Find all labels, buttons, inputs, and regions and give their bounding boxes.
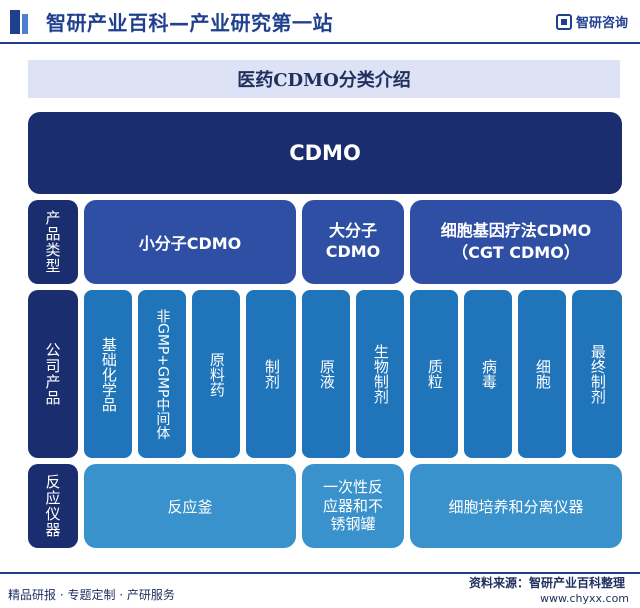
category-cgt-line1: 细胞基因疗法CDMO — [440, 221, 592, 241]
cdmo-top-box: CDMO — [28, 112, 622, 194]
reactor-large-line1: 一次性反 — [322, 477, 383, 496]
product-text: 细胞 — [533, 359, 552, 389]
row-label-product-type: 产品类型 — [28, 200, 78, 284]
category-large-line1: 大分子 — [328, 221, 377, 241]
product-text: 原料药 — [207, 351, 226, 397]
category-cgt-line2: （CGT CDMO） — [452, 243, 580, 262]
product-cell: 最终制剂 — [572, 290, 622, 458]
product-text: 生物制剂 — [371, 344, 390, 404]
product-text: 原液 — [317, 359, 336, 389]
row-label-company-product-text: 公司产品 — [43, 342, 62, 406]
header-title: 智研产业百科—产业研究第一站 — [46, 11, 333, 35]
product-cell: 质粒 — [410, 290, 458, 458]
category-large-line2: CDMO — [325, 242, 381, 261]
product-cell: 原液 — [302, 290, 350, 458]
reactor-small-text: 反应釜 — [167, 497, 213, 516]
reactor-cgt: 细胞培养和分离仪器 — [410, 464, 622, 548]
footer-source: 资料来源：智研产业百科整理 — [469, 576, 626, 590]
product-text: 质粒 — [425, 359, 444, 389]
product-cell: 制剂 — [246, 290, 296, 458]
row-label-product-type-text: 产品类型 — [43, 210, 62, 274]
footer-tagline: 精品研报 · 专题定制 · 产研服务 — [8, 588, 175, 602]
header-brand: 智研咨询 — [576, 16, 629, 31]
product-text: 制剂 — [262, 359, 281, 389]
product-cell: 非GMP+GMP中间体 — [138, 290, 186, 458]
product-cell: 病毒 — [464, 290, 512, 458]
reactor-large-line2: 应器和不 — [322, 496, 383, 515]
row-label-reactor-text: 反应仪器 — [43, 474, 62, 538]
reactor-large: 一次性反 应器和不 锈钢罐 — [302, 464, 404, 548]
page-header — [0, 0, 640, 44]
header-mark-icon — [10, 10, 28, 34]
category-large-molecule: 大分子 CDMO — [302, 200, 404, 284]
reactor-large-line3: 锈钢罐 — [330, 515, 376, 534]
category-small-molecule-text: 小分子CDMO — [138, 234, 242, 253]
product-cell: 原料药 — [192, 290, 240, 458]
product-cell: 基础化学品 — [84, 290, 132, 458]
product-text: 最终制剂 — [588, 344, 607, 404]
product-text: 基础化学品 — [99, 336, 118, 412]
product-cell: 生物制剂 — [356, 290, 404, 458]
row-label-reactor: 反应仪器 — [28, 464, 78, 548]
product-cell: 细胞 — [518, 290, 566, 458]
product-text: 病毒 — [479, 359, 498, 389]
reactor-small: 反应釜 — [84, 464, 296, 548]
row-label-company-product: 公司产品 — [28, 290, 78, 458]
footer-url[interactable]: www.chyxx.com — [540, 592, 630, 605]
product-text: 非GMP+GMP中间体 — [154, 308, 171, 440]
reactor-cgt-text: 细胞培养和分离仪器 — [448, 497, 584, 516]
category-small-molecule: 小分子CDMO — [84, 200, 296, 284]
footer-divider — [0, 572, 640, 574]
category-cgt: 细胞基因疗法CDMO （CGT CDMO） — [410, 200, 622, 284]
zhiyan-logo-icon — [556, 14, 572, 30]
diagram-subtitle: 医药CDMO分类介绍 — [28, 60, 620, 98]
